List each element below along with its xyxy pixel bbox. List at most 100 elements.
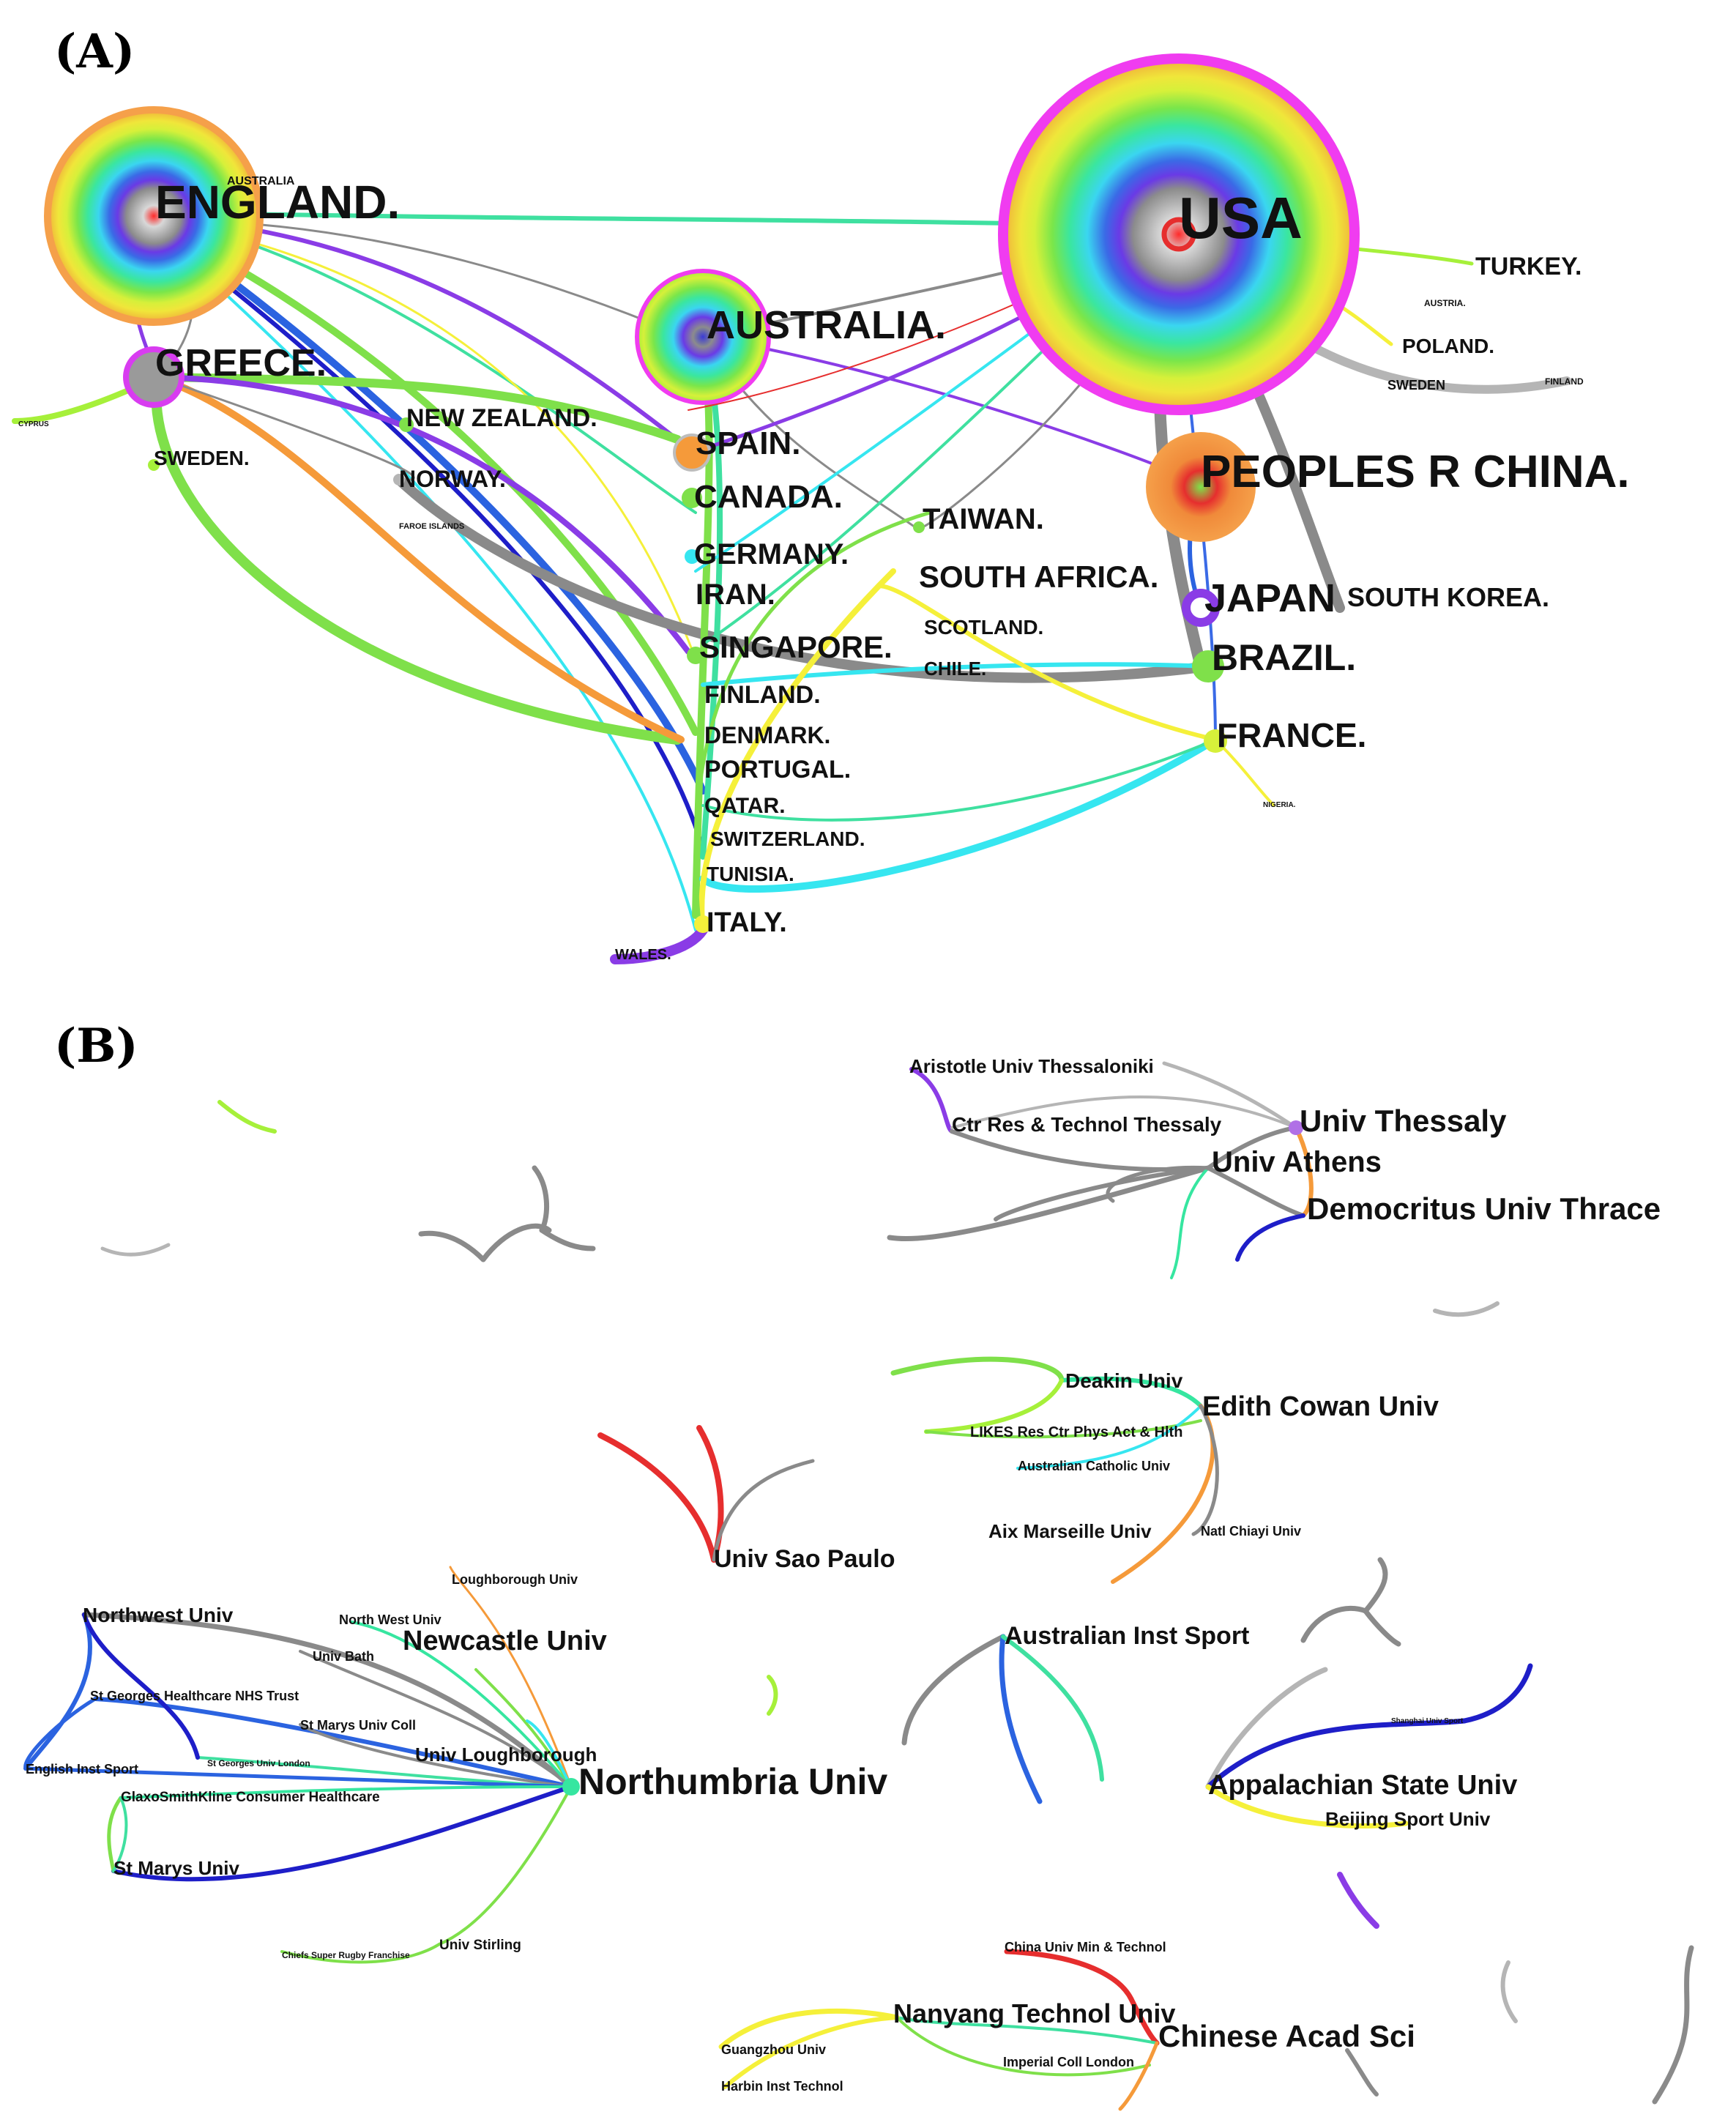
edge [93, 1697, 573, 1789]
label-taiwan: TAIWAN. [923, 503, 1044, 535]
edge [119, 1785, 573, 1799]
edge [699, 736, 1219, 893]
edge [539, 1227, 596, 1251]
node-england[interactable] [44, 106, 264, 326]
edge [909, 1067, 954, 1134]
node-canada[interactable] [682, 488, 702, 508]
edge [1118, 2041, 1159, 2111]
edge [299, 1650, 573, 1788]
edge [100, 1243, 171, 1257]
label-greece: GREECE. [155, 342, 327, 384]
edge [23, 1612, 92, 1771]
edge [151, 372, 682, 745]
label-australia: AUSTRALIA. [707, 303, 946, 347]
label-democritus: Democritus Univ Thrace [1307, 1191, 1661, 1226]
node-northumbria[interactable] [562, 1778, 580, 1796]
label-scotland: SCOTLAND. [924, 616, 1043, 639]
edge [154, 373, 685, 743]
edge [1001, 1634, 1104, 1782]
label-nigeria: NIGERIA. [1263, 801, 1296, 809]
node-france[interactable] [1204, 729, 1227, 753]
label-imperial: Imperial Coll London [1003, 2055, 1134, 2069]
edge [701, 662, 1210, 687]
cluster-saopaulo [597, 1425, 815, 1563]
node-thessaly[interactable] [1289, 1120, 1303, 1135]
edge [1128, 1996, 1160, 2046]
edge [526, 1719, 573, 1788]
edge [107, 1796, 123, 1873]
node-singapore[interactable] [687, 647, 704, 664]
node-sweden[interactable] [148, 459, 160, 471]
network-a-labels: ENGLAND. AUSTRALIA USA TURKEY. AUSTRIA. … [18, 175, 1630, 963]
node-usa[interactable] [998, 53, 1360, 415]
label-shanghai: Shanghai Univ Sport [1391, 1717, 1464, 1725]
edge [1106, 1165, 1210, 1203]
edge [1162, 1061, 1298, 1130]
label-stgeorgeslondon: St Georges Univ London [207, 1758, 310, 1768]
edge [767, 1675, 778, 1716]
label-iran: IRAN. [696, 578, 775, 611]
label-portugal: PORTUGAL. [704, 756, 851, 784]
label-newcastle: Newcastle Univ [403, 1626, 607, 1656]
node-china[interactable] [1146, 432, 1256, 542]
label-austria: AUSTRIA. [1424, 298, 1466, 308]
label-norway: NORWAY. [399, 466, 506, 492]
node-japan[interactable] [1182, 589, 1220, 627]
edge [1205, 1667, 1328, 1790]
label-aristotle: Aristotle Univ Thessaloniki [909, 1055, 1154, 1077]
node-germany[interactable] [685, 549, 699, 564]
label-wales: WALES. [615, 947, 671, 963]
edge [1461, 1663, 1533, 1724]
label-bath: Univ Bath [313, 1649, 374, 1664]
edge [610, 925, 708, 964]
label-gsk: GlaxoSmithKline Consumer Healthcare [121, 1790, 380, 1805]
node-italy[interactable] [694, 915, 712, 933]
cluster-appalachian [1205, 1663, 1533, 1828]
edge [699, 568, 896, 933]
edge [693, 510, 932, 925]
label-englishinst: English Inst Sport [26, 1762, 138, 1777]
edge [1170, 1167, 1210, 1279]
label-faroe: FAROE ISLANDS [399, 522, 464, 531]
label-acu: Australian Catholic Univ [1018, 1459, 1170, 1473]
edge [1294, 1126, 1314, 1218]
edge [156, 376, 415, 481]
cluster-cas [718, 1949, 1160, 2111]
edge [950, 1129, 1210, 1172]
node-spain[interactable] [673, 434, 711, 472]
edge [112, 1796, 128, 1872]
label-germany: GERMANY. [694, 538, 849, 570]
label-brazil: BRAZIL. [1212, 637, 1356, 678]
label-nanyang: Nanyang Technol Univ [893, 1998, 1175, 2028]
edge [1016, 1405, 1202, 1470]
edge [418, 1230, 486, 1262]
label-newzealand: NEW ZEALAND. [406, 404, 597, 432]
edge [887, 1165, 1211, 1242]
label-qatar: QATAR. [704, 794, 786, 818]
edge [1059, 1376, 1203, 1408]
node-newzealand[interactable] [399, 417, 414, 432]
panel-a: (A) [12, 24, 1630, 964]
network-a-nodes [44, 53, 1360, 933]
label-northwest: Northwest Univ [83, 1604, 234, 1626]
node-australia[interactable] [635, 269, 771, 405]
node-brazil[interactable] [1192, 650, 1224, 682]
edge [474, 1668, 573, 1788]
edge [723, 2015, 899, 2089]
node-norway[interactable] [393, 474, 405, 486]
edge [895, 2016, 1151, 2077]
label-china: PEOPLES R CHINA. [1201, 447, 1630, 497]
edge [350, 1621, 573, 1788]
edge [890, 1356, 1065, 1383]
panel-b-label: (B) [54, 1019, 138, 1074]
edge [901, 1634, 1006, 1746]
label-sweden: SWEDEN. [154, 447, 250, 469]
label-southkorea: SOUTH KOREA. [1347, 582, 1549, 612]
node-greece[interactable] [123, 346, 185, 408]
node-taiwan[interactable] [913, 521, 925, 533]
label-saopaulo: Univ Sao Paulo [714, 1545, 895, 1573]
network-a-edges [12, 210, 1571, 964]
edge [1337, 1872, 1379, 1929]
label-deakin: Deakin Univ [1065, 1369, 1183, 1392]
edge [1500, 1960, 1518, 2023]
